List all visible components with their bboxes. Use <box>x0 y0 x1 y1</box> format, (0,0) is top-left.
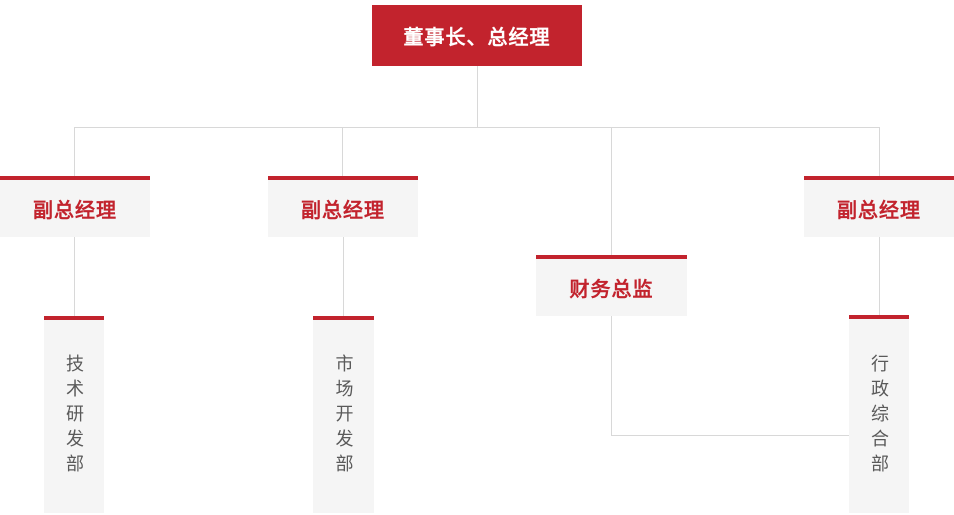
node-dept-admin-general: 行政综合部 <box>849 315 909 513</box>
node-label: 副总经理 <box>301 200 385 222</box>
connector-drop-vice-gm-3 <box>879 127 880 176</box>
node-dept-market-development: 市场开发部 <box>313 316 374 513</box>
node-chairman-general-manager: 董事长、总经理 <box>372 5 582 66</box>
node-dept-tech-rd: 技术研发部 <box>44 316 104 513</box>
connector-vice-gm-3-dept <box>879 237 880 315</box>
connector-root-drop <box>477 65 478 128</box>
node-label: 董事长、总经理 <box>403 27 551 49</box>
node-label: 市场开发部 <box>333 354 354 479</box>
node-finance-director: 财务总监 <box>536 255 687 316</box>
node-label: 副总经理 <box>837 200 921 222</box>
connector-drop-vice-gm-1 <box>74 127 75 176</box>
node-label: 副总经理 <box>33 200 117 222</box>
connector-finance-to-admin <box>611 435 849 436</box>
node-vice-general-manager-3: 副总经理 <box>804 176 954 237</box>
connector-finance-down <box>611 315 612 435</box>
node-vice-general-manager-2: 副总经理 <box>268 176 418 237</box>
node-label: 技术研发部 <box>64 354 84 479</box>
connector-vice-gm-1-dept <box>74 237 75 316</box>
connector-drop-finance <box>611 127 612 255</box>
connector-drop-vice-gm-2 <box>342 127 343 176</box>
connector-vice-gm-2-dept <box>343 237 344 316</box>
node-vice-general-manager-1: 副总经理 <box>0 176 150 237</box>
node-label: 财务总监 <box>569 279 654 301</box>
node-label: 行政综合部 <box>869 353 889 479</box>
connector-main-horizontal <box>74 127 880 128</box>
